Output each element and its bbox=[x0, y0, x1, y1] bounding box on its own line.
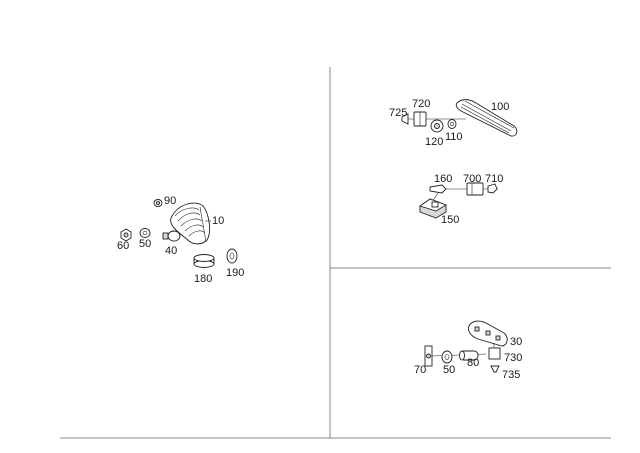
label-110: 110 bbox=[445, 131, 463, 143]
label-735: 735 bbox=[502, 369, 520, 381]
part-50-washer-right bbox=[441, 350, 453, 364]
part-720-socket bbox=[413, 111, 427, 127]
part-160-bulb bbox=[429, 184, 447, 194]
part-100-lamp-lens bbox=[455, 99, 518, 137]
part-60-nut bbox=[120, 228, 132, 242]
label-725: 725 bbox=[389, 107, 407, 119]
bottom-right-panel: 30 70 50 80 730 735 bbox=[414, 320, 522, 381]
part-700-socket bbox=[466, 182, 484, 196]
part-725-bulb bbox=[401, 113, 409, 125]
label-60: 60 bbox=[117, 240, 129, 252]
part-30-lamp-body bbox=[467, 320, 508, 347]
part-90-washer bbox=[153, 199, 163, 207]
label-100: 100 bbox=[491, 101, 509, 113]
label-10: 10 bbox=[212, 215, 224, 227]
label-40: 40 bbox=[165, 245, 177, 257]
label-50-right: 50 bbox=[443, 364, 455, 376]
part-190-ring bbox=[226, 248, 238, 264]
part-730-socket bbox=[488, 343, 501, 360]
label-700: 700 bbox=[463, 173, 481, 185]
part-150-lamp-unit bbox=[418, 198, 448, 219]
part-50-washer bbox=[139, 228, 151, 238]
part-10-lamp-housing bbox=[170, 202, 211, 245]
part-40-bulb bbox=[162, 230, 181, 242]
top-right-panel: 725 720 100 120 110 160 700 710 150 bbox=[389, 98, 518, 226]
part-110-washer bbox=[447, 119, 457, 129]
label-30: 30 bbox=[510, 336, 522, 348]
left-panel: 90 10 60 50 40 180 190 bbox=[117, 195, 244, 285]
part-180-grommet bbox=[193, 254, 215, 268]
part-70-plate bbox=[424, 345, 433, 367]
part-735-bulb bbox=[490, 365, 500, 373]
label-190: 190 bbox=[226, 267, 244, 279]
label-710: 710 bbox=[485, 173, 503, 185]
label-720: 720 bbox=[412, 98, 430, 110]
label-120: 120 bbox=[425, 136, 443, 148]
label-180: 180 bbox=[194, 273, 212, 285]
part-80-cylinder bbox=[459, 350, 479, 361]
label-90: 90 bbox=[164, 195, 176, 207]
label-150: 150 bbox=[441, 214, 459, 226]
label-80: 80 bbox=[467, 357, 479, 369]
label-70: 70 bbox=[414, 364, 426, 376]
label-730: 730 bbox=[504, 352, 522, 364]
part-120-holder bbox=[430, 119, 444, 133]
label-160: 160 bbox=[434, 173, 452, 185]
label-50-left: 50 bbox=[139, 238, 151, 250]
part-710-bulb bbox=[487, 183, 498, 194]
